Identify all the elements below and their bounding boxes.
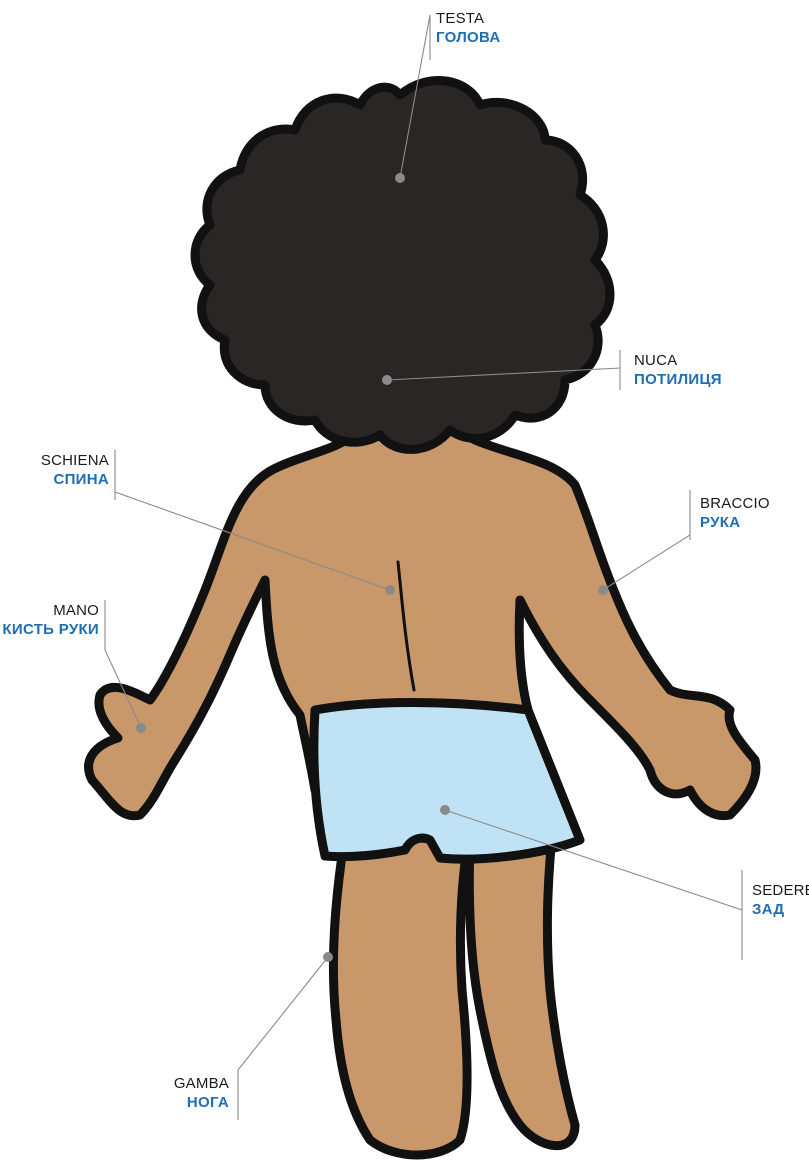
leader-hand bbox=[105, 600, 141, 728]
label-arm-italian: BRACCIO bbox=[700, 495, 770, 514]
label-back-ukrainian: СПИНА bbox=[41, 471, 109, 490]
dot-buttocks bbox=[440, 805, 450, 815]
label-buttocks-ukrainian: ЗАД bbox=[752, 901, 809, 920]
label-leg-italian: GAMBA bbox=[174, 1075, 229, 1094]
dot-nape bbox=[382, 375, 392, 385]
label-head-ukrainian: ГОЛОВА bbox=[436, 29, 501, 48]
leader-leg bbox=[238, 957, 328, 1120]
dot-arm bbox=[598, 585, 608, 595]
leader-back bbox=[115, 450, 390, 590]
label-arm: BRACCIO РУКА bbox=[700, 495, 770, 533]
label-head: TESTA ГОЛОВА bbox=[436, 10, 501, 48]
leader-head bbox=[400, 15, 430, 178]
label-leg-ukrainian: НОГА bbox=[174, 1094, 229, 1113]
label-buttocks: SEDERE ЗАД bbox=[752, 882, 809, 920]
label-buttocks-italian: SEDERE bbox=[752, 882, 809, 901]
label-nape-italian: NUCA bbox=[634, 352, 722, 371]
leader-arm bbox=[603, 490, 690, 590]
dot-hand bbox=[136, 723, 146, 733]
label-nape: NUCA ПОТИЛИЦЯ bbox=[634, 352, 722, 390]
dot-head bbox=[395, 173, 405, 183]
label-head-italian: TESTA bbox=[436, 10, 501, 29]
label-leg: GAMBA НОГА bbox=[174, 1075, 229, 1113]
label-hand-ukrainian: КИСТЬ РУКИ bbox=[2, 621, 99, 640]
label-hand: MANO КИСТЬ РУКИ bbox=[2, 602, 99, 640]
dot-leg bbox=[323, 952, 333, 962]
leader-buttocks bbox=[445, 810, 742, 960]
label-arm-ukrainian: РУКА bbox=[700, 514, 770, 533]
dot-back bbox=[385, 585, 395, 595]
label-nape-ukrainian: ПОТИЛИЦЯ bbox=[634, 371, 722, 390]
label-back: SCHIENA СПИНА bbox=[41, 452, 109, 490]
leader-nape bbox=[387, 350, 620, 390]
label-hand-italian: MANO bbox=[2, 602, 99, 621]
label-back-italian: SCHIENA bbox=[41, 452, 109, 471]
